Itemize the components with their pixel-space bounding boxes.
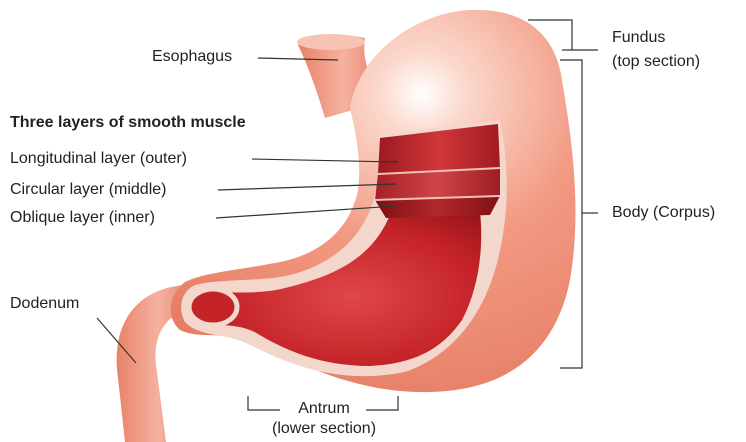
circular-layer-label: Circular layer (middle) <box>10 180 166 200</box>
dodenum-label: Dodenum <box>10 294 79 314</box>
fundus-label: Fundus <box>612 28 665 48</box>
longitudinal-layer-label: Longitudinal layer (outer) <box>10 149 187 169</box>
oblique-layer-label: Oblique layer (inner) <box>10 208 155 228</box>
esophagus-opening <box>297 34 365 50</box>
fundus-sublabel: (top section) <box>612 52 700 72</box>
pyloric-sphincter <box>189 289 237 325</box>
muscle-layers-heading: Three layers of smooth muscle <box>10 113 246 133</box>
antrum-sublabel: (lower section) <box>263 419 385 439</box>
body-label: Body (Corpus) <box>612 203 715 223</box>
esophagus-label: Esophagus <box>152 47 232 67</box>
antrum-label: Antrum <box>283 399 365 419</box>
